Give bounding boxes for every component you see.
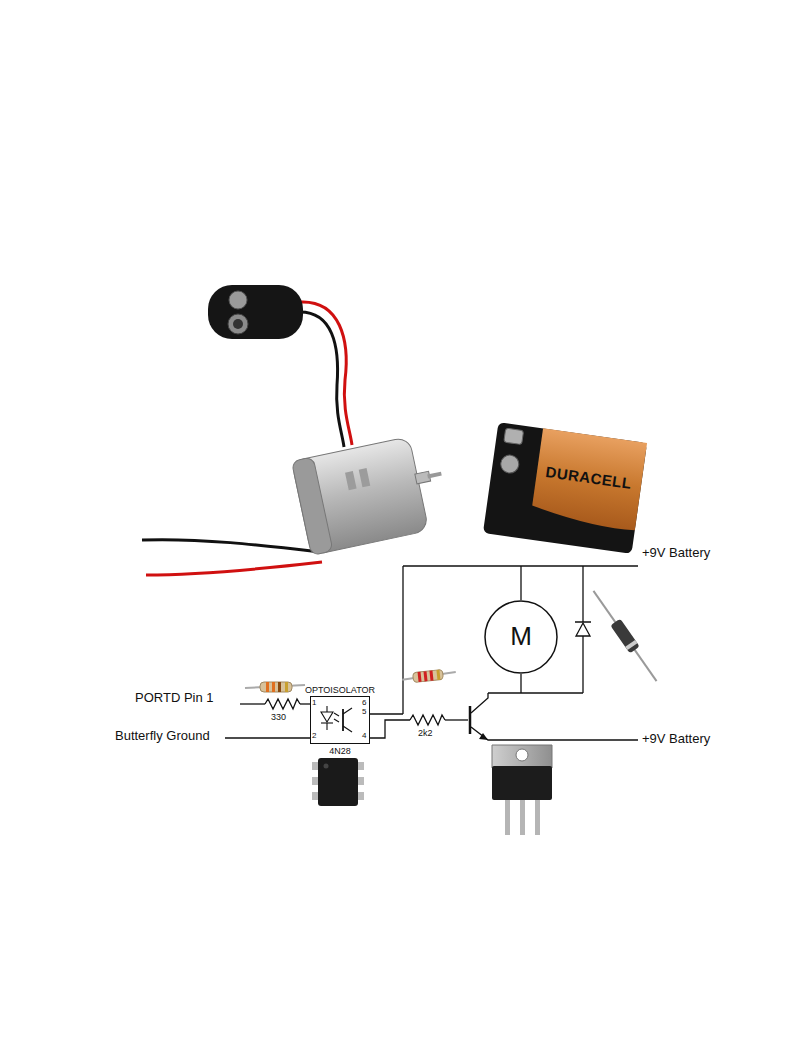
motor-photo <box>142 432 452 575</box>
motor-symbol: M <box>484 600 558 674</box>
pin-number: 4 <box>362 731 366 740</box>
pin-number: 1 <box>312 698 316 707</box>
supply-label: +9V Battery <box>642 546 710 561</box>
battery-photo <box>483 422 647 554</box>
signal-name: Butterfly Ground <box>115 729 210 744</box>
schematic-wires <box>225 566 638 740</box>
pin-number: 5 <box>362 707 366 716</box>
pin-number: 2 <box>312 731 316 740</box>
emitter-arrow <box>479 733 488 740</box>
optoisolator-internals <box>321 706 352 732</box>
pin-number: 6 <box>362 698 366 707</box>
part-number: 4N28 <box>329 746 351 756</box>
battery-brand: DURACELL <box>545 463 633 492</box>
resistor-photo <box>402 668 457 684</box>
battery-clip-photo <box>208 285 352 447</box>
resistor-value: 330 <box>271 712 286 722</box>
resistor-value: 2k2 <box>418 728 433 738</box>
signal-name: PORTD Pin 1 <box>135 691 214 706</box>
part-heading: OPTOISOLATOR <box>305 685 375 695</box>
chip-photo <box>312 758 364 806</box>
optoisolator-box: OPTOISOLATOR4N28 <box>310 696 370 744</box>
transistor-photo <box>492 745 552 835</box>
resistor-photo <box>245 682 305 692</box>
diode-symbol <box>575 622 591 636</box>
motor-letter: M <box>510 622 532 652</box>
diode-photo <box>589 588 662 685</box>
supply-label: +9V Battery <box>642 732 710 747</box>
